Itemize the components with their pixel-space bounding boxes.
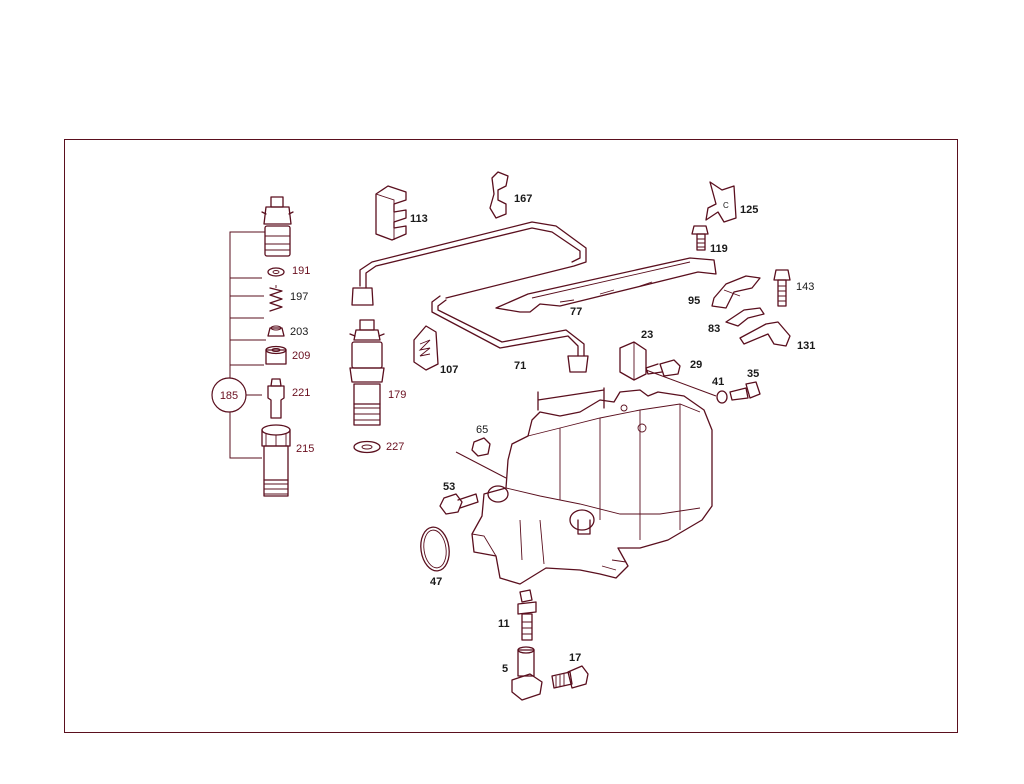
part-197-spring[interactable]: [269, 285, 283, 312]
injection-pump[interactable]: [471, 387, 713, 585]
label-29: 29: [690, 359, 702, 371]
label-5: 5: [502, 663, 508, 675]
part-215-nozzle-nut[interactable]: [261, 424, 291, 497]
label-23: 23: [641, 329, 653, 341]
label-107: 107: [440, 364, 458, 376]
part-17-bolt[interactable]: [551, 665, 589, 689]
part-5-banjo[interactable]: [511, 646, 543, 701]
label-221: 221: [292, 387, 310, 399]
label-203: 203: [290, 326, 308, 338]
part-143-bolt[interactable]: [773, 269, 791, 307]
part-95-clip[interactable]: [711, 275, 761, 309]
label-41: 41: [712, 376, 724, 388]
part-labels: 191 197 203 209 221 215 179 227 113 107 …: [290, 193, 815, 675]
label-197: 197: [290, 291, 308, 303]
label-83: 83: [708, 323, 720, 335]
part-227-washer[interactable]: [353, 440, 381, 454]
part-203-nut[interactable]: [267, 325, 285, 337]
part-221-nozzle[interactable]: [267, 378, 285, 419]
label-119: 119: [710, 243, 728, 255]
diagram-frame: [64, 139, 958, 733]
part-11-pin[interactable]: [517, 589, 537, 641]
part-131-bracket[interactable]: [739, 321, 791, 347]
label-143: 143: [796, 281, 814, 293]
callout-185[interactable]: 185: [211, 377, 247, 413]
part-119-bolt[interactable]: [691, 225, 709, 251]
label-95: 95: [688, 295, 700, 307]
injector-group-bracket: [229, 231, 266, 459]
part-167-bracket[interactable]: [489, 171, 509, 219]
leader-pump-65: [455, 451, 507, 479]
label-53: 53: [443, 481, 455, 493]
part-125-bracket[interactable]: C: [705, 181, 737, 223]
label-167: 167: [514, 193, 532, 205]
label-77: 77: [570, 306, 582, 318]
part-113-clamp[interactable]: [375, 185, 407, 241]
leader-23-41: [645, 369, 717, 397]
label-47: 47: [430, 576, 442, 588]
label-227: 227: [386, 441, 404, 453]
part-47-o-ring[interactable]: [418, 525, 452, 572]
svg-text:185: 185: [220, 390, 238, 402]
part-41-washer[interactable]: [716, 390, 728, 404]
part-107-clip[interactable]: [413, 325, 439, 371]
label-35: 35: [747, 368, 759, 380]
label-11: 11: [498, 618, 510, 630]
label-125: 125: [740, 204, 758, 216]
part-53-bolt[interactable]: [439, 493, 479, 515]
part-29-bolt[interactable]: [645, 359, 681, 377]
fuel-line-upper[interactable]: [351, 221, 587, 306]
label-215: 215: [296, 443, 314, 455]
part-77-strap[interactable]: [495, 257, 717, 313]
part-209-spacer[interactable]: [265, 345, 287, 365]
part-179-injector[interactable]: [349, 319, 385, 426]
label-191: 191: [292, 265, 310, 277]
label-113: 113: [410, 213, 428, 225]
part-71-fuel-line[interactable]: [431, 295, 589, 373]
part-23-bracket[interactable]: [619, 341, 647, 381]
part-83-clip[interactable]: [725, 307, 765, 327]
part-35-bolt[interactable]: [729, 381, 761, 401]
label-179: 179: [388, 389, 406, 401]
label-65: 65: [476, 424, 488, 436]
svg-text:C: C: [723, 201, 729, 210]
label-209: 209: [292, 350, 310, 362]
label-17: 17: [569, 652, 581, 664]
part-65-nut[interactable]: [471, 437, 491, 457]
injector-nozzle-top[interactable]: [261, 196, 294, 257]
label-71: 71: [514, 360, 526, 372]
label-131: 131: [797, 340, 815, 352]
part-191-washer[interactable]: [267, 267, 285, 277]
